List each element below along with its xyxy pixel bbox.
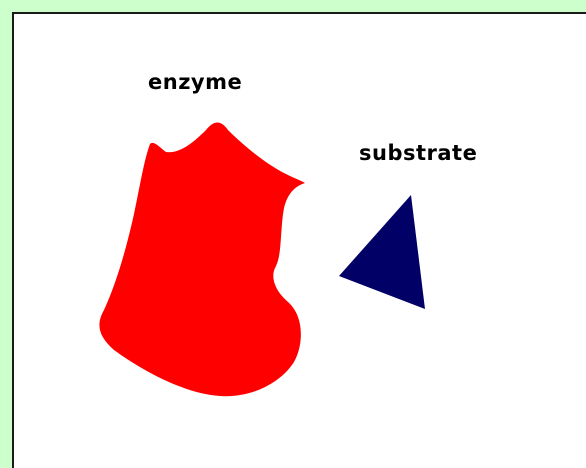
- enzyme-label: enzyme: [148, 70, 243, 94]
- diagram-canvas: [99, 122, 425, 397]
- substrate-shape: [339, 195, 425, 309]
- diagram-panel: enzyme substrate: [12, 12, 586, 468]
- substrate-label: substrate: [359, 141, 478, 165]
- enzyme-shape: [99, 122, 305, 397]
